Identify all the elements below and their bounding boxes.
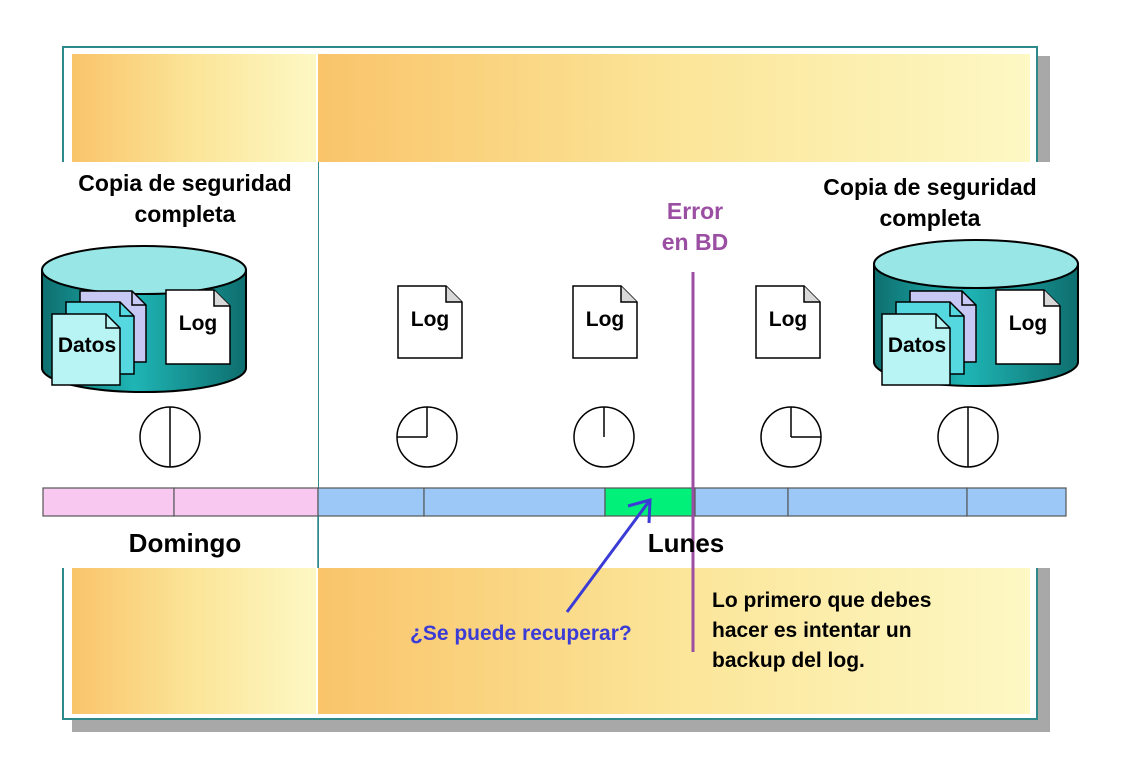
caption-line: completa — [134, 201, 236, 228]
timeline-bar — [42, 487, 1067, 517]
data-label: Datos — [887, 334, 947, 357]
clock-icon — [937, 406, 999, 468]
note-line: backup del log. — [712, 649, 865, 672]
data-label: Datos — [57, 334, 117, 357]
error-line: Error — [666, 198, 724, 224]
bottom-band-left — [72, 568, 316, 714]
caption-line: Copia de seguridad — [823, 174, 1037, 200]
log-backup-1: Log — [398, 308, 462, 338]
top-band-left — [72, 54, 316, 162]
top-band-right — [318, 54, 1030, 162]
sunday-data-file: Datos — [52, 334, 122, 364]
sunday-backup-caption: Copia de seguridad completa — [52, 168, 318, 230]
monday-backup-caption: Copia de seguridad completa — [790, 172, 1070, 234]
log-backup-3: Log — [756, 308, 820, 338]
note-line: Lo primero que debes — [712, 589, 932, 612]
note-line: hacer es intentar un — [712, 619, 912, 642]
error-line: en BD — [661, 229, 729, 256]
monday-log-file: Log — [996, 312, 1060, 342]
log-label: Log — [410, 308, 450, 331]
log-label: Log — [768, 308, 808, 331]
log-document-icon — [572, 285, 638, 359]
log-label: Log — [1008, 312, 1048, 335]
clock-icon — [396, 406, 458, 468]
advice-note: Lo primero que debes hacer es intentar u… — [712, 586, 1012, 676]
log-document-icon — [397, 285, 463, 359]
caption-line: completa — [879, 205, 981, 232]
monday-data-file: Datos — [882, 334, 952, 364]
clock-icon — [139, 406, 201, 468]
caption-line: Copia de seguridad — [78, 170, 292, 196]
sunday-database-icon — [41, 245, 247, 393]
sunday-label: Domingo — [128, 528, 242, 558]
sunday-log-file: Log — [166, 312, 230, 342]
log-backup-2: Log — [573, 308, 637, 338]
recovery-arrow-icon — [565, 498, 652, 613]
log-label: Log — [585, 308, 625, 331]
clock-icon — [760, 406, 822, 468]
error-label: Error en BD — [650, 196, 740, 258]
log-document-icon — [755, 285, 821, 359]
recovery-question: ¿Se puede recuperar? — [410, 622, 632, 645]
clock-icon — [573, 406, 635, 468]
monday-label: Lunes — [647, 528, 725, 558]
log-label: Log — [178, 312, 218, 335]
bottom-band-right — [318, 568, 1030, 714]
monday-database-icon — [873, 239, 1079, 387]
